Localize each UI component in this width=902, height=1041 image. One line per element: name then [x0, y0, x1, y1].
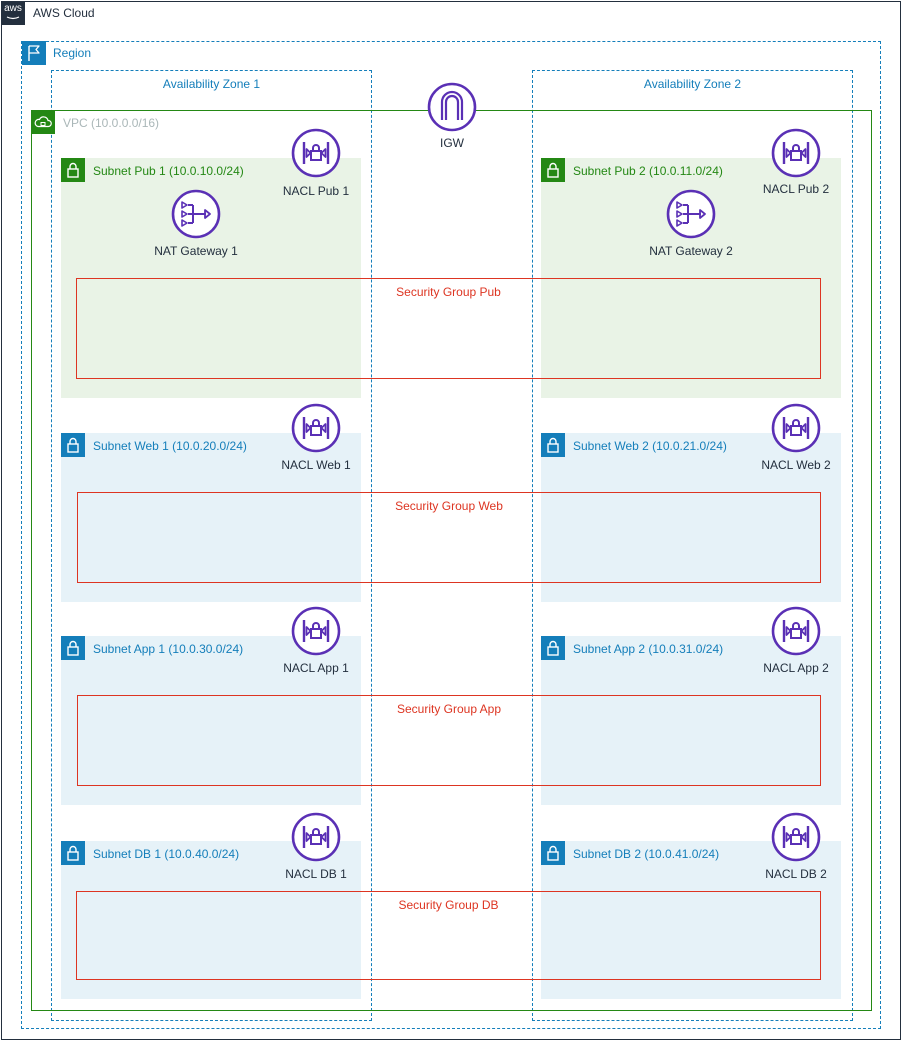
nacl-pub-1-label: NACL Pub 1 — [282, 184, 350, 198]
nat-gateway-1-icon — [171, 189, 221, 239]
security-group-db — [76, 891, 821, 980]
subnet-app-1-label: Subnet App 1 (10.0.30.0/24) — [93, 642, 244, 656]
subnet-db-2 — [541, 841, 841, 999]
region-label: Region — [53, 46, 92, 60]
nacl-db-2-icon — [771, 812, 821, 862]
availability-zone-2-label: Availability Zone 2 — [643, 77, 742, 91]
subnet-pub-2-lock-icon — [541, 158, 565, 182]
vpc-label: VPC (10.0.0.0/16) — [63, 116, 160, 130]
subnet-pub-2-label: Subnet Pub 2 (10.0.11.0/24) — [573, 164, 723, 178]
subnet-web-1-label: Subnet Web 1 (10.0.20.0/24) — [93, 439, 247, 453]
nat-gateway-1-label: NAT Gateway 1 — [154, 244, 238, 258]
nacl-web-2-label: NACL Web 2 — [761, 458, 831, 472]
subnet-app-2-lock-icon — [541, 636, 565, 660]
nacl-app-2-icon — [771, 606, 821, 656]
nacl-pub-2-label: NACL Pub 2 — [762, 182, 830, 196]
aws-cloud-label: AWS Cloud — [33, 6, 95, 20]
nacl-pub-1-icon — [291, 128, 341, 178]
subnet-db-1-lock-icon — [61, 841, 85, 865]
availability-zone-1-label: Availability Zone 1 — [162, 77, 261, 91]
subnet-app-2 — [541, 636, 841, 805]
subnet-db-2-lock-icon — [541, 841, 565, 865]
security-group-app — [77, 695, 821, 786]
subnet-web-1-lock-icon — [61, 433, 85, 457]
nacl-web-1-icon — [291, 403, 341, 453]
subnet-app-1 — [61, 636, 361, 805]
nacl-db-1-label: NACL DB 1 — [285, 867, 347, 881]
subnet-pub-1-lock-icon — [61, 158, 85, 182]
security-group-db-label: Security Group DB — [398, 898, 499, 912]
nat-gateway-2-label: NAT Gateway 2 — [649, 244, 733, 258]
region-group — [21, 41, 881, 1029]
availability-zone-1 — [51, 70, 372, 1021]
subnet-web-1 — [61, 433, 361, 602]
nacl-db-1-icon — [291, 812, 341, 862]
internet-gateway-icon — [427, 82, 477, 132]
subnet-pub-1-label: Subnet Pub 1 (10.0.10.0/24) — [93, 164, 244, 178]
igw-label: IGW — [440, 136, 464, 150]
subnet-app-2-label: Subnet App 2 (10.0.31.0/24) — [573, 642, 724, 656]
subnet-db-2-label: Subnet DB 2 (10.0.41.0/24) — [573, 847, 720, 861]
nacl-web-1-label: NACL Web 1 — [281, 458, 351, 472]
nacl-app-1-icon — [291, 606, 341, 656]
aws-logo-icon: aws — [1, 1, 25, 25]
vpc-cloud-icon — [31, 110, 55, 134]
nacl-db-2-label: NACL DB 2 — [765, 867, 827, 881]
nat-gateway-2-icon — [666, 189, 716, 239]
nacl-app-2-label: NACL App 2 — [763, 661, 829, 675]
subnet-web-2 — [541, 433, 841, 602]
nacl-app-1-label: NACL App 1 — [283, 661, 349, 675]
security-group-pub-label: Security Group Pub — [396, 285, 501, 299]
subnet-db-1 — [61, 841, 361, 999]
security-group-app-label: Security Group App — [396, 702, 502, 716]
region-flag-icon — [22, 41, 46, 65]
nacl-pub-2-icon — [771, 128, 821, 178]
subnet-web-2-label: Subnet Web 2 (10.0.21.0/24) — [573, 439, 727, 453]
nacl-web-2-icon — [771, 403, 821, 453]
security-group-web-label: Security Group Web — [395, 499, 503, 513]
subnet-web-2-lock-icon — [541, 433, 565, 457]
subnet-db-1-label: Subnet DB 1 (10.0.40.0/24) — [93, 847, 240, 861]
security-group-pub — [76, 278, 821, 379]
security-group-web — [77, 492, 821, 583]
subnet-app-1-lock-icon — [61, 636, 85, 660]
availability-zone-2 — [532, 70, 853, 1021]
